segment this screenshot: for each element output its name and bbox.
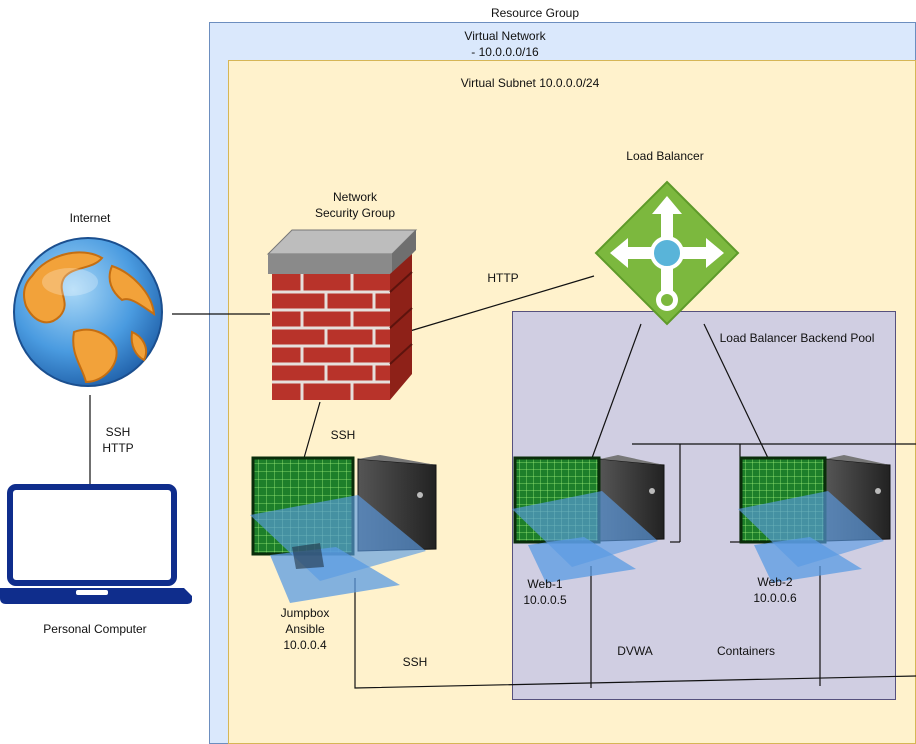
edge-nsg-lb — [409, 275, 595, 332]
load-balancer-label: Load Balancer — [626, 149, 704, 163]
edge-nsg-jumpbox — [303, 401, 321, 459]
dvwa-label: DVWA — [617, 644, 653, 658]
edge-jumpbox-webs — [354, 578, 916, 689]
firewall-icon — [266, 229, 418, 400]
edge-label-ssh-http: SSH HTTP — [102, 425, 134, 455]
edge-label-http: HTTP — [487, 271, 519, 285]
laptop-icon — [0, 484, 192, 604]
globe-icon — [13, 237, 163, 387]
web2-workstation-icon — [738, 455, 891, 583]
edge-lb-web1 — [591, 323, 642, 459]
jumpbox-label: Jumpbox Ansible 10.0.0.4 — [280, 606, 330, 652]
resource-group-label: Resource Group — [490, 6, 580, 20]
virtual-subnet-label: Virtual Subnet 10.0.0.0/24 — [460, 76, 600, 90]
edge-label-ssh-nsg-jumpbox: SSH — [330, 428, 356, 442]
web2-label: Web-2 10.0.0.6 — [753, 575, 797, 605]
web1-workstation-icon — [512, 455, 665, 583]
edge-label-ssh-jumpbox-web: SSH — [402, 655, 428, 669]
web1-label: Web-1 10.0.0.5 — [523, 577, 567, 607]
load-balancer-icon — [594, 180, 740, 326]
internet-label: Internet — [69, 211, 111, 225]
personal-computer-label: Personal Computer — [43, 622, 147, 636]
virtual-network-label: Virtual Network - 10.0.0.0/16 — [464, 29, 546, 59]
containers-label: Containers — [716, 644, 776, 658]
nsg-label: Network Security Group — [314, 190, 396, 220]
backend-pool-label: Load Balancer Backend Pool — [719, 331, 875, 345]
jumpbox-workstation-icon — [250, 455, 437, 603]
edge-lb-web2 — [703, 323, 769, 459]
